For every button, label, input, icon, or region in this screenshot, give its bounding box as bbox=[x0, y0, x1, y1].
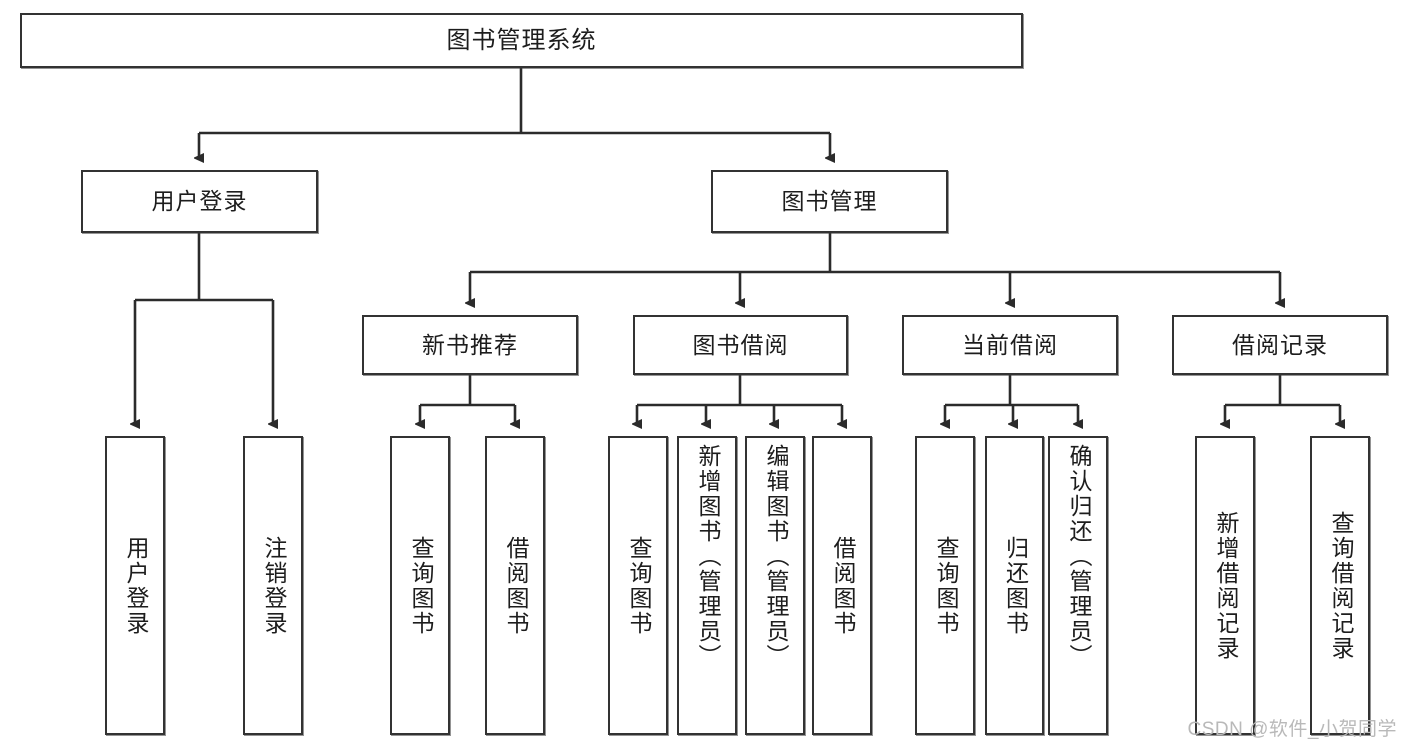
leaf-recommend-borrow-book-label: 借阅图书 bbox=[502, 535, 529, 636]
leaf-borrow-borrow-book[interactable]: 借阅图书 bbox=[812, 436, 872, 735]
leaf-records-query-record-label: 查询借阅记录 bbox=[1327, 510, 1354, 661]
leaf-records-query-record[interactable]: 查询借阅记录 bbox=[1310, 436, 1370, 735]
leaf-borrow-add-book[interactable]: 新增图书（管理员） bbox=[677, 436, 737, 735]
leaf-user-login-login-label: 用户登录 bbox=[122, 535, 149, 636]
leaf-borrow-add-book-label: 新增图书（管理员） bbox=[694, 444, 721, 669]
leaf-borrow-query-book-label: 查询图书 bbox=[625, 535, 652, 636]
leaf-recommend-query-book-label: 查询图书 bbox=[407, 535, 434, 636]
node-user-login-label: 用户登录 bbox=[151, 188, 248, 215]
leaf-borrow-query-book[interactable]: 查询图书 bbox=[608, 436, 668, 735]
leaf-user-login-logout-label: 注销登录 bbox=[260, 535, 287, 636]
node-borrow-records[interactable]: 借阅记录 bbox=[1172, 315, 1388, 375]
leaf-current-return-book[interactable]: 归还图书 bbox=[985, 436, 1044, 735]
leaf-user-login-login[interactable]: 用户登录 bbox=[105, 436, 165, 735]
node-user-login[interactable]: 用户登录 bbox=[81, 170, 318, 233]
leaf-current-confirm-return-label: 确认归还（管理员） bbox=[1065, 444, 1092, 669]
leaf-current-query-book-label: 查询图书 bbox=[932, 535, 959, 636]
node-book-borrow[interactable]: 图书借阅 bbox=[633, 315, 848, 375]
node-new-book-recommend[interactable]: 新书推荐 bbox=[362, 315, 578, 375]
node-current-borrow[interactable]: 当前借阅 bbox=[902, 315, 1118, 375]
leaf-recommend-borrow-book[interactable]: 借阅图书 bbox=[485, 436, 545, 735]
node-root-system[interactable]: 图书管理系统 bbox=[20, 13, 1023, 68]
leaf-borrow-edit-book-label: 编辑图书（管理员） bbox=[762, 444, 789, 669]
node-root-system-label: 图书管理系统 bbox=[446, 26, 597, 54]
node-book-management[interactable]: 图书管理 bbox=[711, 170, 948, 233]
node-book-borrow-label: 图书借阅 bbox=[692, 331, 789, 358]
leaf-borrow-edit-book[interactable]: 编辑图书（管理员） bbox=[745, 436, 805, 735]
leaf-current-query-book[interactable]: 查询图书 bbox=[915, 436, 975, 735]
leaf-records-add-record-label: 新增借阅记录 bbox=[1212, 510, 1239, 661]
leaf-borrow-borrow-book-label: 借阅图书 bbox=[829, 535, 856, 636]
leaf-user-login-logout[interactable]: 注销登录 bbox=[243, 436, 303, 735]
leaf-current-confirm-return[interactable]: 确认归还（管理员） bbox=[1048, 436, 1108, 735]
node-borrow-records-label: 借阅记录 bbox=[1232, 331, 1328, 358]
node-new-book-recommend-label: 新书推荐 bbox=[422, 331, 518, 358]
csdn-watermark: CSDN @软件_小贺同学 bbox=[1187, 719, 1397, 740]
leaf-current-return-book-label: 归还图书 bbox=[1002, 535, 1029, 636]
node-book-management-label: 图书管理 bbox=[781, 188, 878, 215]
leaf-recommend-query-book[interactable]: 查询图书 bbox=[390, 436, 450, 735]
node-current-borrow-label: 当前借阅 bbox=[962, 331, 1058, 358]
leaf-records-add-record[interactable]: 新增借阅记录 bbox=[1195, 436, 1255, 735]
